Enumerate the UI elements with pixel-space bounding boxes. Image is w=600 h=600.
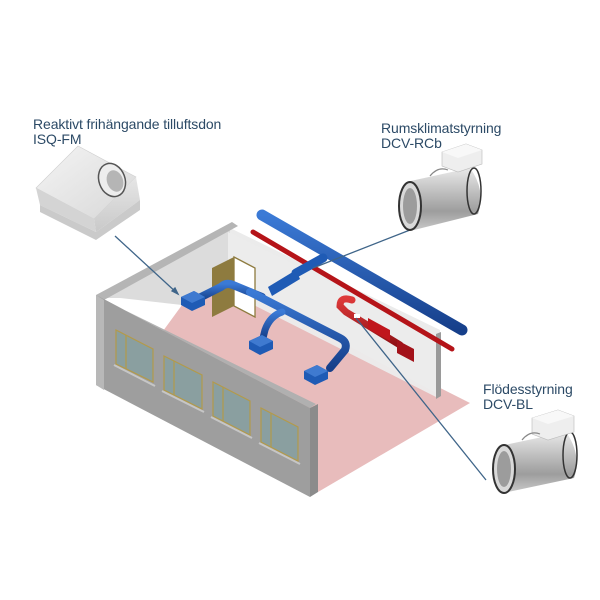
product-model: DCV-RCb <box>381 135 442 151</box>
exterior-wall-left-end <box>96 295 104 390</box>
exhaust-sensor-marker <box>354 314 360 318</box>
exhaust-main-duct <box>250 229 455 352</box>
supply-branch-duct <box>246 288 350 372</box>
exhaust-terminal <box>397 340 414 362</box>
leader-line-isq <box>114 235 179 295</box>
supply-main-duct <box>256 209 468 336</box>
exhaust-branch-duct <box>336 295 404 349</box>
exterior-wall-end <box>310 404 318 497</box>
supply-riser <box>291 253 328 278</box>
ceiling-diffuser-icon <box>35 145 140 240</box>
exhaust-ducts <box>250 229 455 362</box>
floor <box>120 282 470 492</box>
supply-diffuser <box>304 365 328 385</box>
wall-top-edge <box>96 222 238 300</box>
product-label-rcb: Rumsklimatstyrning DCV-RCb <box>381 121 501 151</box>
product-model: ISQ-FM <box>33 131 82 147</box>
product-label-isq: Reaktivt frihängande tilluftsdon ISQ-FM <box>33 117 221 147</box>
product-name: Reaktivt frihängande tilluftsdon <box>33 116 222 132</box>
product-model: DCV-BL <box>483 396 533 412</box>
window <box>258 407 301 465</box>
supply-damper <box>268 270 300 296</box>
window <box>210 381 253 439</box>
product-name: Flödesstyrning <box>483 381 573 397</box>
damper-unit-rcb-icon <box>398 143 483 231</box>
product-label-bl: Flödesstyrning DCV-BL <box>483 382 573 412</box>
building <box>96 222 470 497</box>
window <box>161 355 205 413</box>
partition-wall-edge <box>436 332 441 399</box>
supply-diffuser <box>249 335 273 355</box>
supply-ducts <box>181 209 468 385</box>
leader-lines <box>114 229 487 481</box>
supply-branch-duct <box>259 308 286 342</box>
partition-wall <box>228 232 438 398</box>
leader-line-rcb <box>312 229 411 269</box>
supply-branch-duct <box>191 279 266 304</box>
windows <box>113 329 301 465</box>
leader-line-bl <box>355 317 487 481</box>
product-name: Rumsklimatstyrning <box>381 120 502 136</box>
exterior-wall-front <box>96 295 310 497</box>
window <box>113 329 156 387</box>
exhaust-damper <box>368 318 390 341</box>
exterior-wall-top <box>96 295 316 408</box>
supply-diffuser <box>181 291 205 311</box>
damper-unit-bl-icon <box>492 409 578 494</box>
